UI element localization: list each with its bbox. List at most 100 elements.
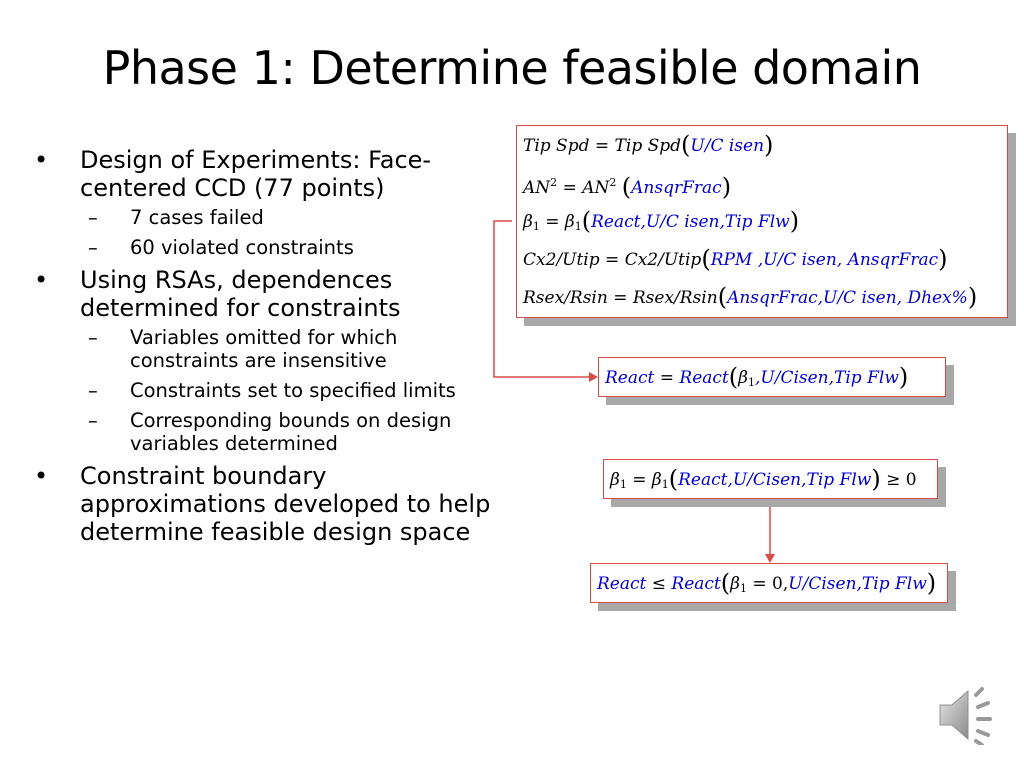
sub-bullet-item: – Corresponding bounds on design variable… <box>80 409 494 455</box>
eq-operator: = <box>562 178 577 198</box>
bullet-text: Using RSAs, dependences determined for c… <box>80 266 401 322</box>
equation-tip-speed: Tip Spd = Tip Spd(U/C isen) <box>517 126 1007 164</box>
bullet-text: Constraint boundary approximations devel… <box>80 462 491 546</box>
bullet-dot: • <box>34 462 49 490</box>
open-paren: ( <box>717 283 728 311</box>
eq-lhs: β <box>610 470 620 490</box>
sub-bullet-item: – 7 cases failed <box>80 206 494 229</box>
speaker-icon[interactable] <box>934 683 1004 747</box>
arrow-head-right <box>589 372 598 382</box>
close-paren: ) <box>938 245 948 273</box>
slide-title: Phase 1: Determine feasible domain <box>102 41 922 95</box>
eq-subscript: 1 <box>619 478 627 491</box>
eq-function: AN <box>582 178 610 198</box>
eq-lhs: Cx2/Utip <box>523 250 600 270</box>
eq-arguments: U/C isen <box>690 136 765 156</box>
sub-bullet-dash: – <box>88 206 98 229</box>
eq-exponent: 2 <box>550 176 558 189</box>
beta-constraint-box: β1 = β1(React,U/Cisen,Tip Flw) ≥ 0 <box>603 459 938 499</box>
eq-operator: = <box>594 136 610 156</box>
eq-operator: = <box>545 212 560 232</box>
sub-bullet-item: – 60 violated constraints <box>80 236 494 259</box>
sub-bullet-text: Corresponding bounds on design variables… <box>130 409 452 455</box>
eq-lhs: React <box>597 574 647 594</box>
equation-cx2-utip: Cx2/Utip = Cx2/Utip(RPM ,U/C isen, Ansqr… <box>517 240 1007 278</box>
eq-equals: = <box>752 574 767 594</box>
open-paren: ( <box>701 245 711 273</box>
eq-rhs: 0 <box>905 470 917 490</box>
bullet-dot: • <box>34 266 49 294</box>
eq-operator: = <box>613 288 628 308</box>
sub-bullet-dash: – <box>88 326 98 349</box>
eq-arguments: AnsqrFrac <box>631 178 722 198</box>
bullet-item: • Design of Experiments: Face-centered C… <box>34 146 494 259</box>
rsa-dependence-equations-box: Tip Spd = Tip Spd(U/C isen) AN2 = AN2 (A… <box>516 125 1008 318</box>
eq-lhs: β <box>523 212 533 232</box>
equation-rsex-rsin: Rsex/Rsin = Rsex/Rsin(AnsqrFrac,U/C isen… <box>517 278 1007 316</box>
eq-subscript: 1 <box>661 478 669 491</box>
eq-exponent: 2 <box>609 176 617 189</box>
equation-react-bound: React ≤ React(β1 = 0,U/Cisen,Tip Flw) <box>591 564 947 602</box>
speaker-icon-graphic <box>939 687 992 747</box>
eq-operator: = <box>605 250 620 270</box>
arrow-head-down <box>765 554 775 563</box>
equation-beta-constraint: β1 = β1(React,U/Cisen,Tip Flw) ≥ 0 <box>604 460 937 498</box>
bullet-item: • Constraint boundary approximations dev… <box>34 462 494 546</box>
eq-function: β <box>564 212 575 232</box>
eq-lhs: AN <box>523 178 551 198</box>
eq-arguments: RPM ,U/C isen, AnsqrFrac <box>710 250 939 270</box>
open-paren: ( <box>720 569 731 597</box>
sub-bullet-text: 60 violated constraints <box>130 236 354 259</box>
eq-arguments: React,U/Cisen,Tip Flw <box>678 470 872 490</box>
eq-function: React <box>671 574 721 594</box>
bullet-dot: • <box>34 146 49 174</box>
eq-arguments: AnsqrFrac,U/C isen, Dhex% <box>727 288 968 308</box>
close-paren: ) <box>898 363 909 391</box>
eq-arguments: React,U/C isen,Tip Flw <box>591 212 790 232</box>
eq-subscript: 1 <box>739 582 747 595</box>
eq-zero: 0, <box>772 574 789 594</box>
close-paren: ) <box>721 173 732 201</box>
eq-function: Tip Spd <box>614 136 682 156</box>
sub-bullet-dash: – <box>88 236 98 259</box>
eq-arguments: ,U/Cisen,Tip Flw <box>754 368 899 388</box>
close-paren: ) <box>871 465 881 493</box>
react-bound-box: React ≤ React(β1 = 0,U/Cisen,Tip Flw) <box>590 563 948 603</box>
eq-operator: = <box>659 368 675 388</box>
close-paren: ) <box>926 569 937 597</box>
sub-bullet-text: Variables omitted for which constraints … <box>130 326 398 372</box>
eq-function: React <box>679 368 729 388</box>
sub-bullet-item: – Variables omitted for which constraints… <box>80 326 494 372</box>
eq-arguments: U/Cisen,Tip Flw <box>788 574 927 594</box>
sub-bullet-item: – Constraints set to specified limits <box>80 379 494 402</box>
open-paren: ( <box>581 207 592 235</box>
react-equation-box: React = React(β1,U/Cisen,Tip Flw) <box>598 357 946 397</box>
eq-lhs: Tip Spd <box>523 136 590 156</box>
close-paren: ) <box>967 283 978 311</box>
close-paren: ) <box>789 207 800 235</box>
equation-an2: AN2 = AN2 (AnsqrFrac) <box>517 164 1007 202</box>
sub-bullet-dash: – <box>88 409 98 432</box>
eq-function: β <box>651 470 662 490</box>
open-paren: ( <box>621 173 632 201</box>
open-paren: ( <box>668 465 679 493</box>
eq-lhs: React <box>605 368 655 388</box>
eq-subscript: 1 <box>574 220 582 233</box>
eq-function: Cx2/Utip <box>624 250 702 270</box>
equation-react: React = React(β1,U/Cisen,Tip Flw) <box>599 358 945 396</box>
close-paren: ) <box>764 131 774 159</box>
eq-relation: ≥ <box>886 470 901 490</box>
sub-bullet-list: – Variables omitted for which constraints… <box>80 326 494 455</box>
bullet-text: Design of Experiments: Face-centered CCD… <box>80 146 432 202</box>
bullet-list: • Design of Experiments: Face-centered C… <box>34 146 494 550</box>
open-paren: ( <box>681 131 691 159</box>
sub-bullet-list: – 7 cases failed – 60 violated constraints <box>80 206 494 259</box>
sub-bullet-dash: – <box>88 379 98 402</box>
sub-bullet-text: Constraints set to specified limits <box>130 379 456 402</box>
sub-bullet-text: 7 cases failed <box>130 206 264 229</box>
eq-operator: ≤ <box>651 574 667 594</box>
eq-function: Rsex/Rsin <box>632 288 718 308</box>
eq-lhs: Rsex/Rsin <box>523 288 608 308</box>
bullet-item: • Using RSAs, dependences determined for… <box>34 266 494 455</box>
eq-subscript: 1 <box>532 220 540 233</box>
